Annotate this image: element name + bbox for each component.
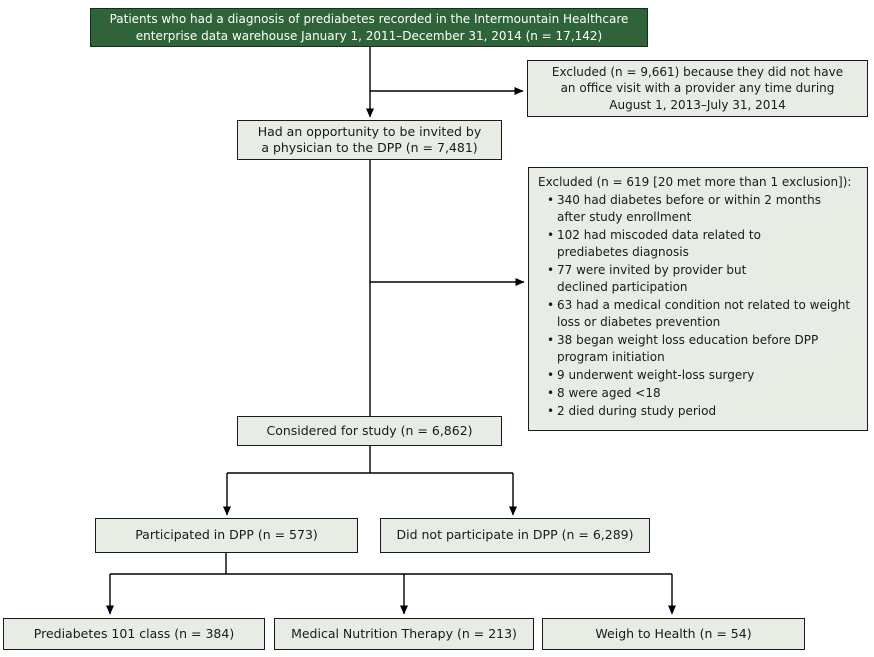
bullet-item: • 77 were invited by provider but declin… xyxy=(544,262,859,296)
bullet-text: 63 had a medical condition not related t… xyxy=(557,298,851,329)
box-considered-for-study: Considered for study (n = 6,862) xyxy=(237,416,502,446)
box-source-population-text: Patients who had a diagnosis of prediabe… xyxy=(109,12,629,43)
box-opportunity-invited-text: Had an opportunity to be invited by a ph… xyxy=(257,123,482,155)
box-prediabetes-101-class-text: Prediabetes 101 class (n = 384) xyxy=(33,625,235,641)
bullet-item: • 9 underwent weight-loss surgery xyxy=(544,367,859,384)
bullet-dot: • xyxy=(546,298,555,312)
bullet-dot: • xyxy=(546,228,555,242)
box-excluded-no-office-visit: Excluded (n = 9,661) because they did no… xyxy=(527,60,868,117)
bullet-text: 8 were aged <18 xyxy=(557,386,661,400)
box-not-participated-dpp-text: Did not participate in DPP (n = 6,289) xyxy=(396,527,634,543)
box-prediabetes-101-class: Prediabetes 101 class (n = 384) xyxy=(3,618,265,650)
exclusion-header: Excluded (n = 619 [20 met more than 1 ex… xyxy=(538,175,852,189)
bullet-text: 340 had diabetes before or within 2 mont… xyxy=(557,193,821,224)
bullet-dot: • xyxy=(546,368,555,382)
bullet-item: • 340 had diabetes before or within 2 mo… xyxy=(544,192,859,226)
bullet-dot: • xyxy=(546,193,555,207)
bullet-dot: • xyxy=(546,333,555,347)
box-source-population: Patients who had a diagnosis of prediabe… xyxy=(90,8,648,47)
bullet-text: 38 began weight loss education before DP… xyxy=(557,333,819,364)
box-participated-dpp: Participated in DPP (n = 573) xyxy=(95,518,358,553)
bullet-item: • 8 were aged <18 xyxy=(544,385,859,402)
bullet-item: • 63 had a medical condition not related… xyxy=(544,297,859,331)
bullet-dot: • xyxy=(546,404,555,418)
bullet-item: • 38 began weight loss education before … xyxy=(544,332,859,366)
bullet-text: 102 had miscoded data related to prediab… xyxy=(557,228,761,259)
box-excluded-no-office-visit-text: Excluded (n = 9,661) because they did no… xyxy=(551,65,844,112)
box-not-participated-dpp: Did not participate in DPP (n = 6,289) xyxy=(380,518,650,553)
box-medical-nutrition-therapy-text: Medical Nutrition Therapy (n = 213) xyxy=(291,625,517,641)
bullet-dot: • xyxy=(546,263,555,277)
box-considered-for-study-text: Considered for study (n = 6,862) xyxy=(266,422,473,438)
box-weigh-to-health: Weigh to Health (n = 54) xyxy=(542,618,805,650)
exclusion-bullet-list: • 340 had diabetes before or within 2 mo… xyxy=(538,192,859,420)
bullet-item: • 2 died during study period xyxy=(544,403,859,420)
bullet-dot: • xyxy=(546,386,555,400)
box-weigh-to-health-text: Weigh to Health (n = 54) xyxy=(595,625,752,641)
bullet-text: 2 died during study period xyxy=(557,404,717,418)
bullet-item: • 102 had miscoded data related to predi… xyxy=(544,227,859,261)
bullet-text: 77 were invited by provider but declined… xyxy=(557,263,747,294)
box-excluded-study-reasons: Excluded (n = 619 [20 met more than 1 ex… xyxy=(528,167,868,431)
box-opportunity-invited: Had an opportunity to be invited by a ph… xyxy=(237,120,502,160)
box-medical-nutrition-therapy: Medical Nutrition Therapy (n = 213) xyxy=(274,618,534,650)
box-participated-dpp-text: Participated in DPP (n = 573) xyxy=(135,527,318,543)
bullet-text: 9 underwent weight-loss surgery xyxy=(557,368,755,382)
